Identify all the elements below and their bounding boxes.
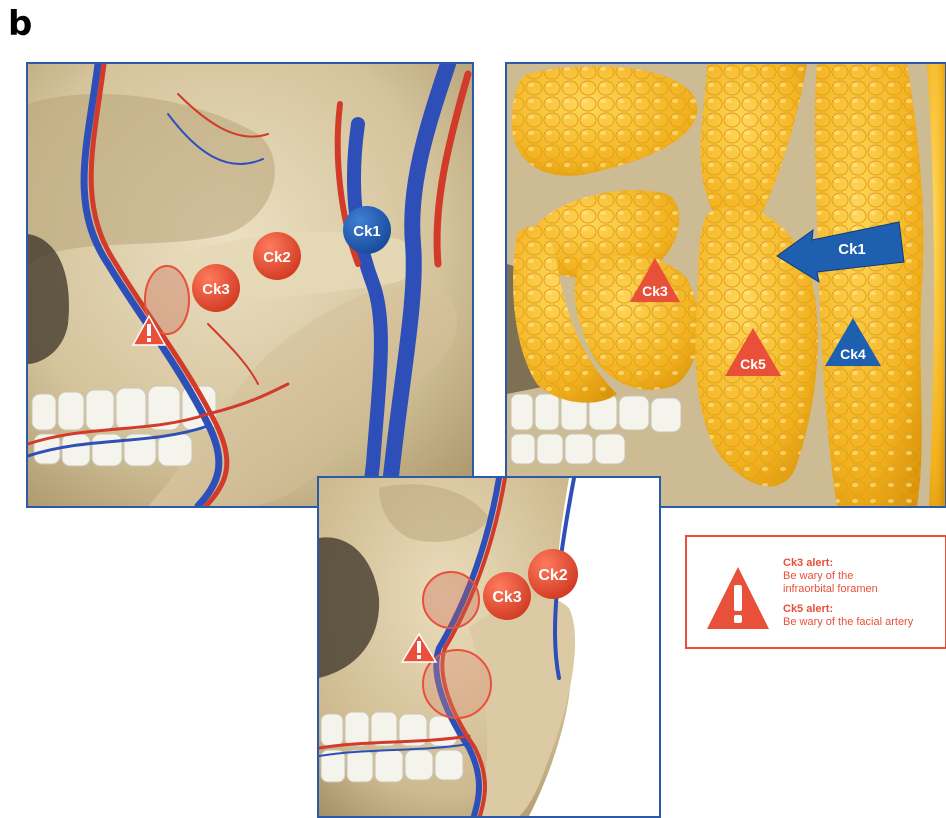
marker-ck2-label: Ck2 <box>538 567 567 584</box>
skull-vessels-illustration: Ck2 Ck3 Ck1 <box>28 64 472 506</box>
skull-vessels-panel: Ck2 Ck3 Ck1 <box>26 62 474 508</box>
ck3-alert-desc-line2: infraorbital foramen <box>783 583 878 596</box>
ck3-alert-title: Ck3 alert: <box>783 557 833 569</box>
marker-ck3-label: Ck3 <box>492 589 521 606</box>
marker-ck1: Ck1 <box>343 206 391 254</box>
marker-ck4-label: Ck4 <box>840 346 866 362</box>
fat-compartments-illustration: Ck1 Ck3 Ck5 Ck4 <box>507 64 945 506</box>
alert-triangle-icon <box>705 563 771 633</box>
alert-legend: Ck3 alert: Be wary of the infraorbital f… <box>685 535 946 649</box>
marker-ck3-label: Ck3 <box>202 281 230 298</box>
marker-ck3: Ck3 <box>483 572 531 620</box>
marker-ck2: Ck2 <box>253 232 301 280</box>
ck5-alert-desc: Be wary of the facial artery <box>783 616 913 629</box>
panel-letter: b <box>8 4 32 44</box>
marker-ck1-label: Ck1 <box>353 223 381 240</box>
marker-ck3: Ck3 <box>192 264 240 312</box>
ck5-alert-title: Ck5 alert: <box>783 603 833 615</box>
ck3-alert-desc-line1: Be wary of the <box>783 570 853 583</box>
marker-ck3-label: Ck3 <box>642 283 668 299</box>
marker-ck2-label: Ck2 <box>263 249 291 266</box>
marker-ck2: Ck2 <box>528 549 578 599</box>
marker-ck5-label: Ck5 <box>740 356 766 372</box>
lower-face-illustration: Ck2 Ck3 <box>319 478 659 816</box>
lower-face-panel: Ck2 Ck3 <box>317 476 661 818</box>
fat-compartments-panel: Ck1 Ck3 Ck5 Ck4 <box>505 62 946 508</box>
marker-ck1-label: Ck1 <box>838 241 866 258</box>
infraorbital-highlight <box>423 572 479 628</box>
